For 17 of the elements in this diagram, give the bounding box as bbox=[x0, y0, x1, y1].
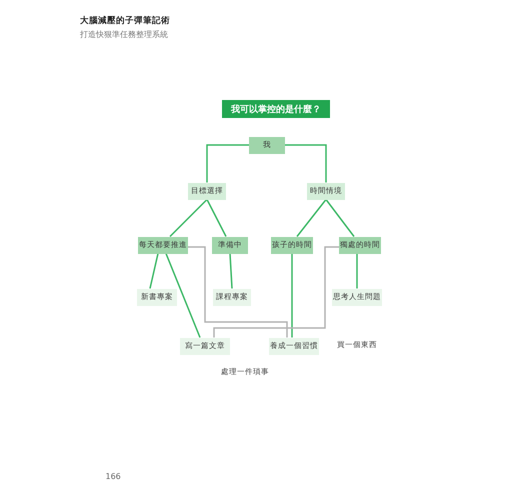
connector-line bbox=[296, 199, 327, 237]
connector-line bbox=[206, 199, 227, 237]
connector-line bbox=[291, 254, 293, 338]
book-title: 大腦減壓的子彈筆記術 bbox=[80, 15, 170, 27]
connector-line bbox=[165, 253, 201, 338]
connector-line bbox=[229, 253, 233, 289]
connector-line bbox=[169, 198, 208, 238]
title-box: 我可以掌控的是什麼？ bbox=[222, 100, 330, 118]
connector-line bbox=[285, 144, 327, 182]
connector-line bbox=[213, 246, 339, 338]
connector-line bbox=[188, 246, 288, 338]
page-number: 166 bbox=[106, 472, 121, 481]
connector-line bbox=[325, 199, 355, 237]
connector-line bbox=[149, 253, 159, 289]
connector-line bbox=[356, 254, 358, 288]
connector-line bbox=[206, 144, 249, 182]
subtitle: 打造快狠準任務整理系統 bbox=[80, 29, 168, 40]
